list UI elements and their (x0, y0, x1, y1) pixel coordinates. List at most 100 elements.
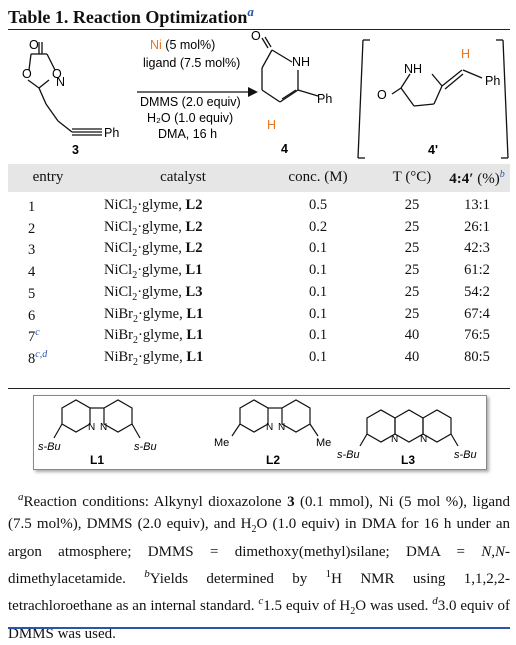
catalyst-sub: 2 (133, 335, 138, 347)
cell-ratio: 42:3 (464, 240, 490, 257)
header-ratio-marker: b (499, 169, 505, 180)
cell-catalyst: NiCl2·glyme, L2 (104, 197, 202, 216)
cell-ratio: 26:1 (464, 218, 490, 235)
header-ratio-label: 4:4′ (449, 171, 474, 187)
footnote-c-text-2: O was used. (355, 598, 433, 614)
byproduct-ph: Ph (485, 74, 500, 88)
catalyst-base: NiCl (104, 262, 133, 279)
catalyst-mid: ·glyme, (137, 283, 186, 300)
byproduct-o: O (377, 88, 387, 102)
cell-entry: 7c (28, 327, 40, 346)
footnote-a-text-3: O (1.0 equiv) in DMA for 16 h under an a… (8, 516, 510, 560)
table-row: 7c NiBr2·glyme, L1 0.1 40 76:5 (8, 327, 510, 348)
atom-o-carbonyl: O (29, 38, 39, 52)
title-footnote-marker: a (247, 4, 254, 19)
catalyst-sub: 2 (133, 356, 138, 368)
product-nh: NH (292, 55, 310, 69)
catalyst-base: NiBr (104, 305, 133, 322)
footnote-a-text-4: -dimethylacetamide. (8, 544, 510, 587)
atom-n-ring: N (56, 75, 65, 89)
cell-catalyst: NiBr2·glyme, L1 (104, 306, 203, 325)
footnote-b-marker: b (144, 568, 150, 580)
catalyst-base: NiBr (104, 327, 133, 344)
reagent-ni-metal: Ni (150, 38, 162, 52)
l1-label: L1 (90, 453, 104, 467)
header-conc: conc. (M) (288, 169, 348, 185)
cell-ratio: 13:1 (464, 197, 490, 213)
catalyst-ligand: L1 (186, 348, 204, 365)
table-bottom-rule (8, 388, 510, 389)
cell-ratio: 80:5 (464, 348, 490, 365)
entry-number: 5 (28, 285, 36, 302)
l2-label: L2 (266, 453, 280, 467)
footnote-a-marker: a (18, 491, 24, 503)
footnote-a-text-2: (0.1 mmol), Ni (5 mol %), ligand (7.5 mo… (8, 494, 510, 532)
reagent-ni: Ni (5 mol%) (150, 38, 215, 52)
l2-sub-right: Me (316, 437, 331, 449)
reaction-scheme: O O O N Ph 3 Ni (5 mol%) ligand (7.5 mol… (22, 30, 509, 159)
catalyst-sub: 2 (132, 291, 138, 303)
footnote-paragraph: aReaction conditions: Alkynyl dioxazolon… (8, 486, 510, 645)
entry-number: 8 (28, 350, 36, 367)
ligand-structures: N N s-Bu s-Bu L1 N N Me Me L2 N N s-Bu s… (38, 399, 477, 467)
entry-number: 4 (28, 263, 36, 280)
catalyst-ligand: L1 (186, 327, 204, 344)
cell-entry: 4 (28, 262, 35, 281)
product-o: O (251, 30, 261, 43)
cell-conc: 0.1 (308, 240, 328, 257)
l2-n-right: N (278, 422, 285, 433)
cell-conc: 0.1 (308, 262, 328, 279)
l1-n-left: N (88, 422, 95, 433)
cell-ratio: 76:5 (464, 327, 490, 344)
bottom-accent-rule (8, 627, 510, 629)
cell-temp: 25 (404, 305, 420, 322)
cell-ratio: 67:4 (464, 305, 490, 322)
cell-conc: 0.1 (308, 283, 328, 300)
catalyst-base: NiCl (104, 197, 133, 213)
footnote-d-marker: d (432, 595, 438, 607)
cell-entry: 1 (28, 197, 35, 216)
product-ph: Ph (317, 92, 332, 106)
cell-conc: 0.1 (308, 327, 328, 344)
cell-catalyst: NiBr2·glyme, L1 (104, 327, 203, 346)
table-header-row: entry catalyst conc. (M) T (°C) 4:4′ (%)… (8, 164, 510, 192)
footnote-a-bold: 3 (287, 494, 295, 510)
footnote-c-sub: 2 (350, 606, 356, 617)
catalyst-sub: 2 (132, 248, 138, 260)
table-title-text: Table 1. Reaction Optimization (8, 7, 248, 27)
cell-catalyst: NiCl2·glyme, L2 (104, 240, 202, 259)
l3-sub-right: s-Bu (454, 449, 477, 461)
cell-entry: 3 (28, 240, 35, 259)
entry-marker: c,d (35, 348, 48, 360)
catalyst-ligand: L1 (185, 262, 203, 279)
cell-temp: 40 (404, 348, 420, 365)
cell-temp: 25 (404, 262, 420, 279)
catalyst-ligand: L2 (185, 218, 203, 235)
catalyst-mid: ·glyme, (137, 197, 186, 213)
entry-number: 1 (28, 198, 36, 215)
cell-conc: 0.2 (308, 218, 328, 235)
catalyst-mid: ·glyme, (138, 348, 187, 365)
cell-ratio: 54:2 (464, 283, 490, 300)
catalyst-sub: 2 (132, 204, 138, 216)
catalyst-ligand: L1 (186, 305, 204, 322)
cell-ratio: 61:2 (464, 262, 490, 279)
byproduct-nh: NH (404, 62, 422, 76)
cell-temp: 25 (404, 218, 420, 235)
atom-o-ring-2: O (52, 67, 62, 81)
l1-n-right: N (100, 422, 107, 433)
footnote-b-sup: 1 (325, 568, 332, 580)
cell-temp: 40 (404, 327, 420, 344)
catalyst-mid: ·glyme, (137, 262, 186, 279)
l3-n-right: N (420, 434, 427, 445)
catalyst-sub: 2 (133, 313, 138, 325)
catalyst-sub: 2 (132, 269, 138, 281)
entry-number: 6 (28, 307, 36, 324)
product-label: 4 (281, 142, 288, 156)
cell-catalyst: NiCl2·glyme, L2 (104, 219, 202, 238)
byproduct-h: H (461, 47, 470, 61)
